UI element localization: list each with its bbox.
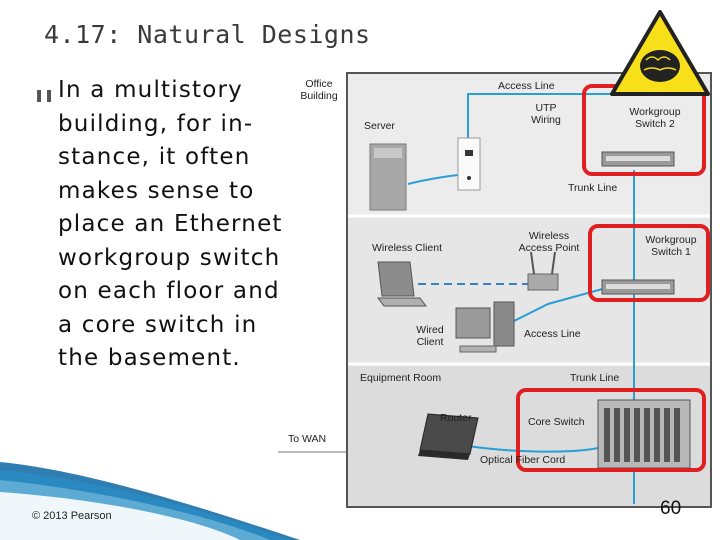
network-diagram: Access Line UTP Wiring Server Workgroup … [346, 72, 712, 508]
wired-client-label: Wired Client [416, 324, 444, 348]
office-building-label: Office Building [300, 78, 338, 102]
to-wan-label: To WAN [288, 433, 327, 445]
wireless-access-point-label: Wireless Access Point [518, 230, 580, 254]
bullet-icon: ❚❚ [34, 88, 55, 102]
highlight-workgroup-switch-1 [588, 224, 710, 302]
server-label: Server [364, 120, 395, 132]
wireless-client-label: Wireless Client [372, 242, 443, 254]
copyright-footer: © 2013 Pearson [32, 510, 112, 522]
trunk-line-top-label: Trunk Line [568, 182, 618, 194]
workgroup-switch-2-label: Workgroup Switch 2 [629, 106, 681, 130]
utp-wiring-label: UTP Wiring [531, 102, 561, 126]
bullet-text: In a multistory building, for in-stance,… [58, 77, 283, 371]
highlight-core-switch [516, 388, 706, 472]
optical-fiber-cord-label: Optical Fiber Cord [480, 454, 566, 466]
access-line-top-label: Access Line [498, 80, 555, 92]
access-line-mid-label: Access Line [524, 328, 581, 340]
page-number: 60 [660, 498, 682, 519]
workgroup-switch-1-label: Workgroup Switch 1 [645, 234, 697, 258]
router-label: Router [440, 412, 472, 424]
core-switch-label: Core Switch [528, 416, 585, 428]
trunk-line-bottom-label: Trunk Line [570, 372, 620, 384]
slide-title: 4.17: Natural Designs [44, 20, 371, 49]
equipment-room-label: Equipment Room [360, 372, 442, 384]
